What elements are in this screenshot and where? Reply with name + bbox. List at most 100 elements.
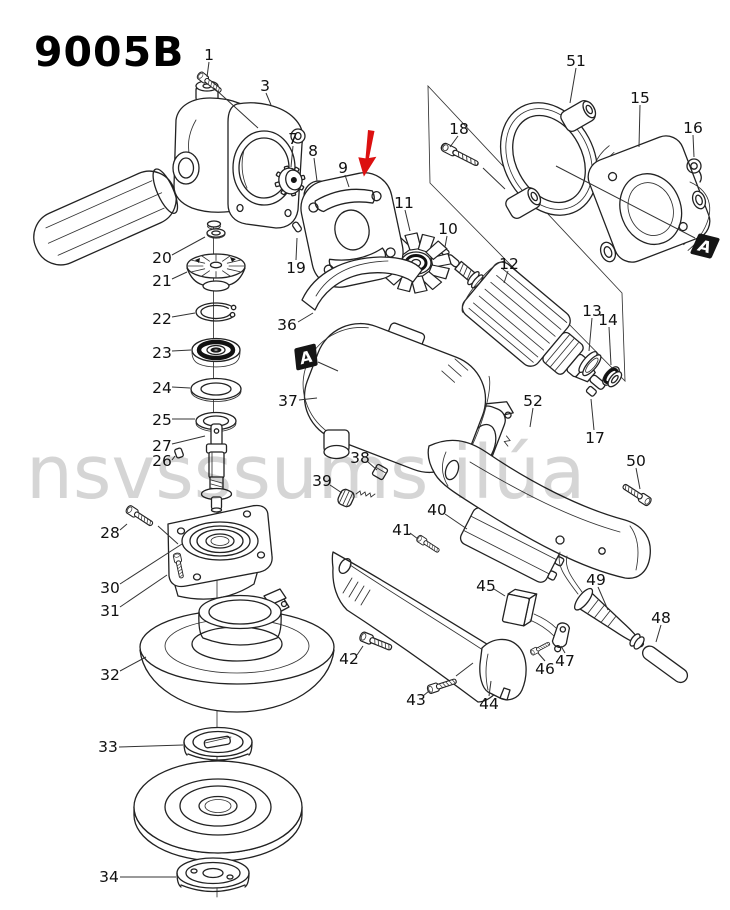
- leader-line-42: [356, 645, 364, 656]
- part-callout-27: 27: [152, 437, 172, 455]
- screw-18-drawing: [439, 141, 481, 169]
- washer-20-drawing: [206, 228, 226, 239]
- leader-line-13: [588, 317, 593, 352]
- field-stator-15-drawing: [587, 135, 711, 263]
- leader-line-48: [655, 624, 662, 643]
- leader-lines: [118, 61, 696, 878]
- part-callout-34: 34: [99, 868, 119, 886]
- gear-housing-drawing: [172, 80, 306, 230]
- screw-50-drawing: [620, 481, 654, 508]
- leader-line-32: [119, 656, 147, 672]
- pinion-gear-7-drawing: [274, 165, 306, 197]
- part-callout-9: 9: [338, 159, 348, 177]
- screw-41-drawing: [415, 533, 442, 555]
- leader-line-31: [119, 574, 168, 608]
- circlip-22-drawing: [195, 302, 237, 322]
- model-title: 9005B: [34, 28, 185, 76]
- cord-48-drawing: [642, 645, 689, 684]
- part-callout-11: 11: [394, 194, 414, 212]
- brake-ring-51-drawing: [499, 100, 599, 219]
- leader-line-15: [638, 104, 641, 148]
- part-callout-45: 45: [476, 577, 496, 595]
- part-callout-26: 26: [152, 452, 172, 470]
- ferrule-drawing: [629, 633, 645, 650]
- leader-line-33: [118, 744, 184, 748]
- part-callout-8: 8: [308, 142, 318, 160]
- leader-line-47: [560, 645, 566, 654]
- pin-19-drawing: [292, 221, 302, 233]
- screw-46-drawing: [529, 640, 552, 657]
- assembly-marker-a-mid: A: [294, 343, 318, 371]
- leader-line-26: [171, 455, 176, 461]
- part-callout-33: 33: [98, 738, 118, 756]
- leader-line-28: [119, 523, 128, 531]
- leader-line-44: [488, 680, 492, 697]
- leader-line-23: [171, 349, 192, 352]
- leader-line-37: [298, 397, 318, 401]
- bearing-box-30-drawing: [167, 504, 273, 600]
- leader-line-27: [171, 435, 206, 445]
- part-callout-7: 7: [288, 130, 298, 148]
- gear-21-drawing: [186, 253, 246, 292]
- assembly-marker-a-top: A: [690, 233, 720, 259]
- part-callout-38: 38: [350, 449, 370, 467]
- clamp-47-drawing: [551, 622, 571, 653]
- wheel-guard-32-drawing: [139, 609, 335, 713]
- clip-16-drawing: [686, 158, 702, 183]
- part-callout-12: 12: [499, 255, 519, 273]
- leader-line-51: [569, 67, 577, 104]
- part-callout-18: 18: [449, 120, 469, 138]
- part-callout-36: 36: [277, 316, 297, 334]
- leader-line-11: [404, 209, 411, 232]
- part-callout-13: 13: [582, 302, 602, 320]
- screw-43-drawing: [425, 676, 458, 695]
- leader-line-30: [119, 543, 183, 585]
- brush-38-39-drawing: [337, 463, 389, 508]
- leader-line-50: [635, 467, 641, 490]
- spindle-stack-drawing: [174, 228, 246, 513]
- leader-line-18: [449, 135, 459, 148]
- part-callout-21: 21: [152, 272, 172, 290]
- washer-24-drawing: [190, 377, 242, 402]
- leader-line-38: [367, 461, 378, 471]
- part-callout-17: 17: [585, 429, 605, 447]
- leader-line-9: [344, 174, 350, 188]
- rear-cover-44-drawing: [479, 638, 527, 701]
- leader-line-14: [608, 326, 612, 366]
- locknut-33-drawing: [183, 726, 253, 761]
- bearing-23-drawing: [191, 337, 241, 368]
- pin-17-drawing: [585, 385, 597, 397]
- leader-line-8: [313, 157, 318, 182]
- part-callout-39: 39: [312, 472, 332, 490]
- washer-13-drawing: [578, 350, 602, 377]
- spindle-27-drawing: [200, 423, 233, 513]
- part-callout-15: 15: [630, 89, 650, 107]
- key-26-drawing: [174, 447, 184, 459]
- part-callout-30: 30: [100, 579, 120, 597]
- part-callout-51: 51: [566, 52, 586, 70]
- screw-28-drawing: [124, 504, 155, 529]
- part-callout-24: 24: [152, 379, 172, 397]
- leader-line-39: [329, 484, 343, 494]
- part-callout-49: 49: [586, 571, 606, 589]
- cover-36-drawing: [301, 256, 423, 311]
- leader-line-41: [409, 532, 419, 540]
- part-callout-43: 43: [406, 691, 426, 709]
- leader-line-7: [290, 145, 294, 168]
- part-callout-44: 44: [479, 695, 499, 713]
- grinding-wheel-drawing: [133, 760, 303, 862]
- leader-line-21: [171, 271, 188, 280]
- leader-line-12: [503, 270, 509, 284]
- part-callout-48: 48: [651, 609, 671, 627]
- assembly-group-box: [427, 84, 626, 383]
- part-callout-31: 31: [100, 602, 120, 620]
- leader-line-20: [171, 236, 206, 256]
- armature-12-drawing: [445, 254, 606, 390]
- leader-line-43: [422, 690, 430, 697]
- leader-line-46: [537, 652, 546, 662]
- part-callout-32: 32: [100, 666, 120, 684]
- part-callout-10: 10: [438, 220, 458, 238]
- leader-line-19: [295, 237, 298, 261]
- leader-line-40: [444, 513, 468, 530]
